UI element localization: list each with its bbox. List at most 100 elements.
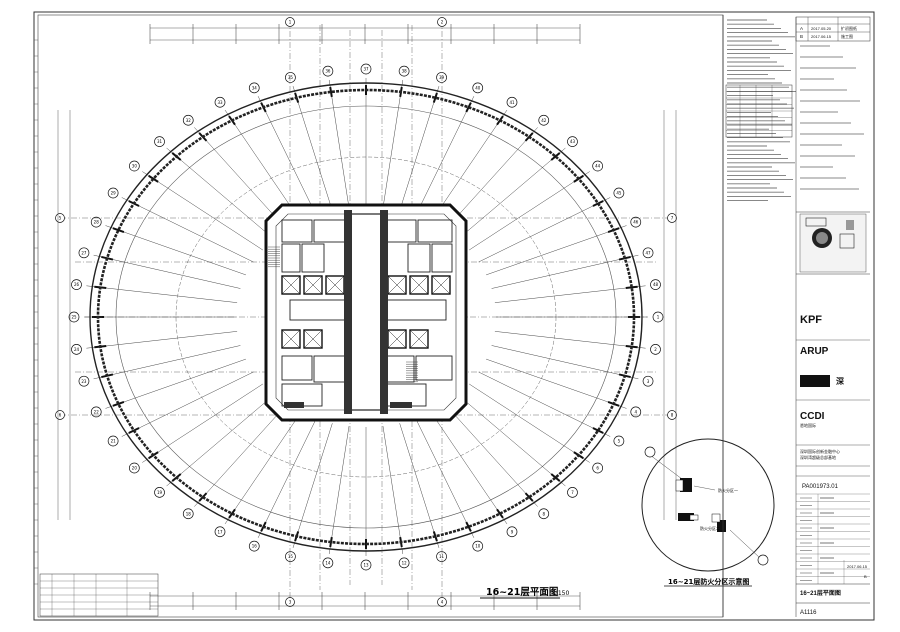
- axis-bubble-label: 16: [252, 544, 258, 549]
- axis-bubble: [71, 344, 82, 355]
- core-room: [281, 355, 313, 381]
- svg-text:A: A: [800, 26, 803, 31]
- radial-grid-line: [491, 254, 639, 289]
- area-table: [39, 573, 159, 617]
- radial-grid-line: [399, 86, 440, 211]
- axis-bubble-label: 30: [132, 164, 138, 169]
- radial-grid-line: [382, 426, 404, 554]
- axis-bubble: [248, 540, 260, 552]
- axis-bubble: [248, 82, 260, 94]
- axis-bubble: [398, 65, 410, 77]
- axis-bubble: [472, 82, 484, 94]
- axis-bubble: [214, 96, 226, 108]
- radial-grid-line: [257, 96, 317, 216]
- radial-grid-line: [415, 418, 475, 538]
- partner-logo: [800, 375, 830, 387]
- axis-bubble: [652, 311, 664, 323]
- axis-bubble: [506, 96, 518, 108]
- axis-bubble-label: 44: [595, 164, 601, 169]
- radial-grid-line: [93, 345, 241, 380]
- axis-bubble: [154, 136, 165, 147]
- core-room: [407, 243, 431, 273]
- axis-bubble-label: 13: [363, 563, 369, 568]
- axis-bubble-label: 25: [71, 315, 77, 320]
- facade-column: [465, 102, 472, 113]
- axis-bubble: [613, 435, 625, 447]
- axis-bubble: [360, 63, 372, 75]
- axis-bubble: [650, 344, 661, 355]
- axis-bubble-label: 35: [288, 75, 294, 80]
- axis-bubble: [90, 216, 102, 228]
- axis-bubble-label: 23: [81, 379, 87, 384]
- facade-column: [112, 401, 125, 407]
- inset-axis-bubble: [644, 446, 656, 458]
- drawing-number: A1116: [800, 610, 817, 616]
- radial-grid-line: [457, 147, 566, 240]
- radial-grid-line: [430, 109, 508, 222]
- axis-bubble: [182, 508, 194, 520]
- radial-grid-line: [86, 285, 238, 303]
- axis-bubble: [78, 247, 90, 259]
- axis-bubble-label: 19: [157, 490, 163, 495]
- axis-bubble-label: 3: [647, 379, 650, 384]
- building-core: [264, 203, 468, 422]
- radial-grid-line: [328, 80, 350, 208]
- axis-bubble-label: 27: [81, 250, 87, 255]
- radial-grid-line: [292, 423, 333, 548]
- axis-bubble: [68, 311, 80, 323]
- radial-grid-line: [430, 412, 508, 525]
- key-plan: [799, 213, 867, 273]
- axis-bubble-label: 12: [402, 560, 408, 565]
- axis-bubble-label: 2: [654, 347, 657, 352]
- central-corridor: [349, 213, 383, 411]
- svg-text:施工图: 施工图: [841, 33, 853, 39]
- axis-bubble-label: 8: [542, 511, 545, 516]
- main-plan-title: 16~21层平面图: [486, 587, 558, 598]
- axis-bubble: [630, 216, 642, 228]
- left-margin-ticks: [34, 39, 38, 585]
- floor-plan: 1234567891011121314151617181920212223242…: [55, 17, 677, 610]
- grid-bubble: [667, 410, 677, 420]
- axis-bubble-label: 21: [111, 439, 117, 444]
- axis-bubble: [214, 526, 226, 538]
- grid-bubble-label: 6: [59, 413, 62, 418]
- axis-bubble-label: 26: [74, 282, 80, 287]
- facade-column: [524, 492, 534, 502]
- axis-bubble-label: 29: [111, 191, 117, 196]
- axis-bubble: [182, 114, 194, 126]
- axis-bubble: [78, 375, 90, 387]
- axis-bubble-label: 34: [252, 85, 258, 90]
- radial-grid-line: [224, 109, 302, 222]
- axis-bubble: [90, 406, 102, 418]
- inset-title: 16~21层防火分区示意图: [668, 577, 749, 586]
- axis-bubble: [538, 114, 550, 126]
- axis-bubble-label: 5: [618, 439, 621, 444]
- axis-bubble: [360, 559, 372, 571]
- radial-grid-line: [486, 225, 627, 276]
- axis-bubble-label: 15: [288, 554, 294, 559]
- axis-bubble-label: 10: [475, 544, 481, 549]
- grid-bubble: [55, 410, 65, 420]
- project-name-1: 深圳国际创新金融中心: [800, 448, 840, 454]
- axis-bubble-label: 28: [94, 220, 100, 225]
- axis-bubble: [538, 508, 550, 520]
- axis-bubble: [630, 406, 642, 418]
- sheet-revision: B: [864, 574, 867, 579]
- axis-bubble-label: 32: [186, 118, 192, 123]
- sheet-title: 16~21层平面图: [800, 589, 841, 597]
- grid-bubble: [667, 213, 677, 223]
- axis-bubble: [472, 540, 484, 552]
- radial-grid-line: [444, 404, 538, 507]
- main-plan-scale: 1:150: [552, 590, 569, 597]
- facade-column: [465, 521, 472, 532]
- project-number: PA001973.01: [802, 484, 839, 490]
- svg-text:B: B: [800, 34, 803, 39]
- axis-bubble: [128, 160, 140, 172]
- axis-bubble-label: 46: [633, 220, 639, 225]
- axis-bubble-label: 1: [657, 315, 660, 320]
- radial-grid-line: [494, 331, 646, 349]
- axis-bubble-label: 36: [325, 69, 331, 74]
- radial-grid-line: [328, 426, 350, 554]
- title-block: A 2017.05.20 扩初图纸 B 2017.06.15 施工图 KPF A…: [722, 15, 871, 617]
- grid-bubble: [437, 597, 447, 607]
